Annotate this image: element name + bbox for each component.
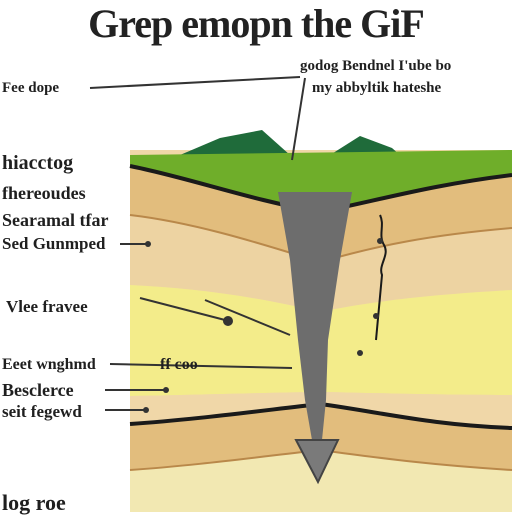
diagram-title: Grep emopn the GiF: [88, 1, 425, 46]
label-left-2: hiacctog: [2, 152, 74, 174]
label-left-1: Fee dope: [2, 80, 60, 96]
fault-funnel: [278, 192, 352, 440]
layer-bottom: [130, 450, 512, 512]
marker-wavy: [377, 238, 383, 244]
label-top-right-2: my abbyltik hateshe: [312, 80, 442, 96]
leader-6b: [204, 299, 291, 336]
label-left-5: Sed Gunmped: [2, 234, 106, 253]
marker-8: [163, 387, 169, 393]
label-left-9: seit fegewd: [2, 402, 82, 421]
label-top-right-1: godog Bendnel I'ube bo: [300, 58, 452, 74]
label-left-3: fhereoudes: [2, 183, 86, 203]
label-left-8: Besclerce: [2, 380, 74, 400]
right-hill: [330, 136, 400, 155]
leader-top: [291, 77, 306, 161]
marker-9: [143, 407, 149, 413]
label-left-10: log roe: [2, 490, 66, 515]
down-arrow: [294, 439, 340, 485]
wavy-line-right: [375, 214, 387, 341]
leader-7: [109, 363, 293, 369]
leader-1: [89, 76, 301, 89]
label-mid-1: ff coo: [160, 356, 198, 373]
marker-6: [223, 316, 233, 326]
left-hill: [180, 130, 290, 155]
marker-right: [357, 350, 363, 356]
label-left-7: Eeet wnghmd: [2, 356, 96, 373]
marker-5: [145, 241, 151, 247]
leader-6: [139, 297, 226, 321]
label-left-6: Vlee fravee: [6, 297, 88, 316]
grass-layer: [130, 150, 512, 212]
marker-wavy-2: [373, 313, 379, 319]
label-left-4: Searamal tfar: [2, 210, 109, 230]
